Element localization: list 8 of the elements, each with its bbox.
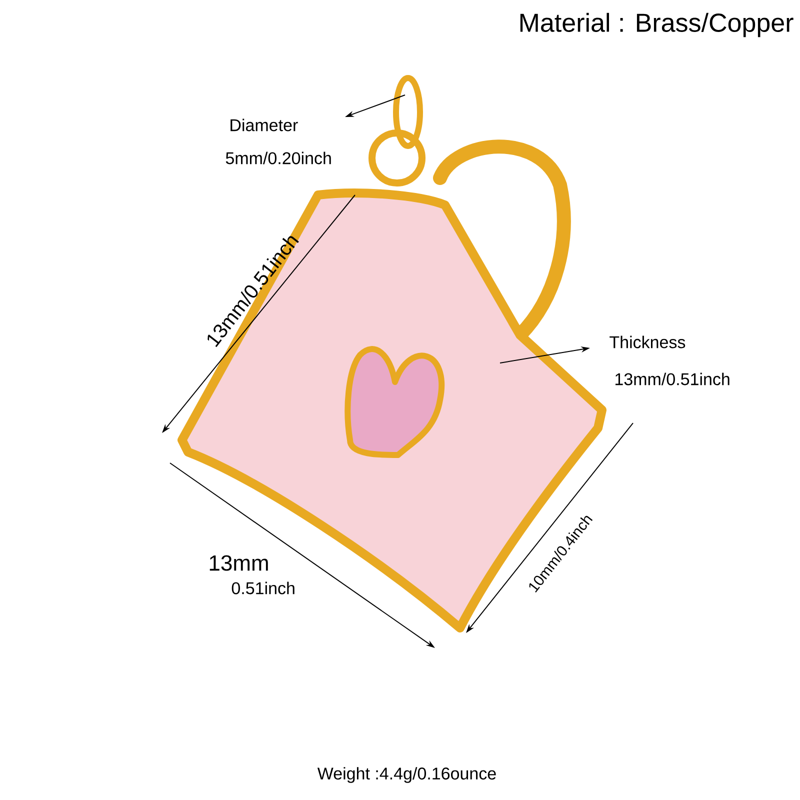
- dimension-label: 0.51inch: [232, 582, 294, 594]
- dimension-label: 5mm/0.20inch: [226, 152, 331, 164]
- dimension-label: Thickness: [610, 336, 686, 348]
- weight-label: Weight :4.4g/0.16ounce: [317, 767, 496, 783]
- dimension-label: 13mm/0.51inch: [616, 372, 730, 386]
- dimension-label: 13mm: [210, 555, 268, 571]
- material-label: Material : Brass/Copper: [520, 12, 794, 38]
- dimension-label: Diameter: [230, 118, 298, 132]
